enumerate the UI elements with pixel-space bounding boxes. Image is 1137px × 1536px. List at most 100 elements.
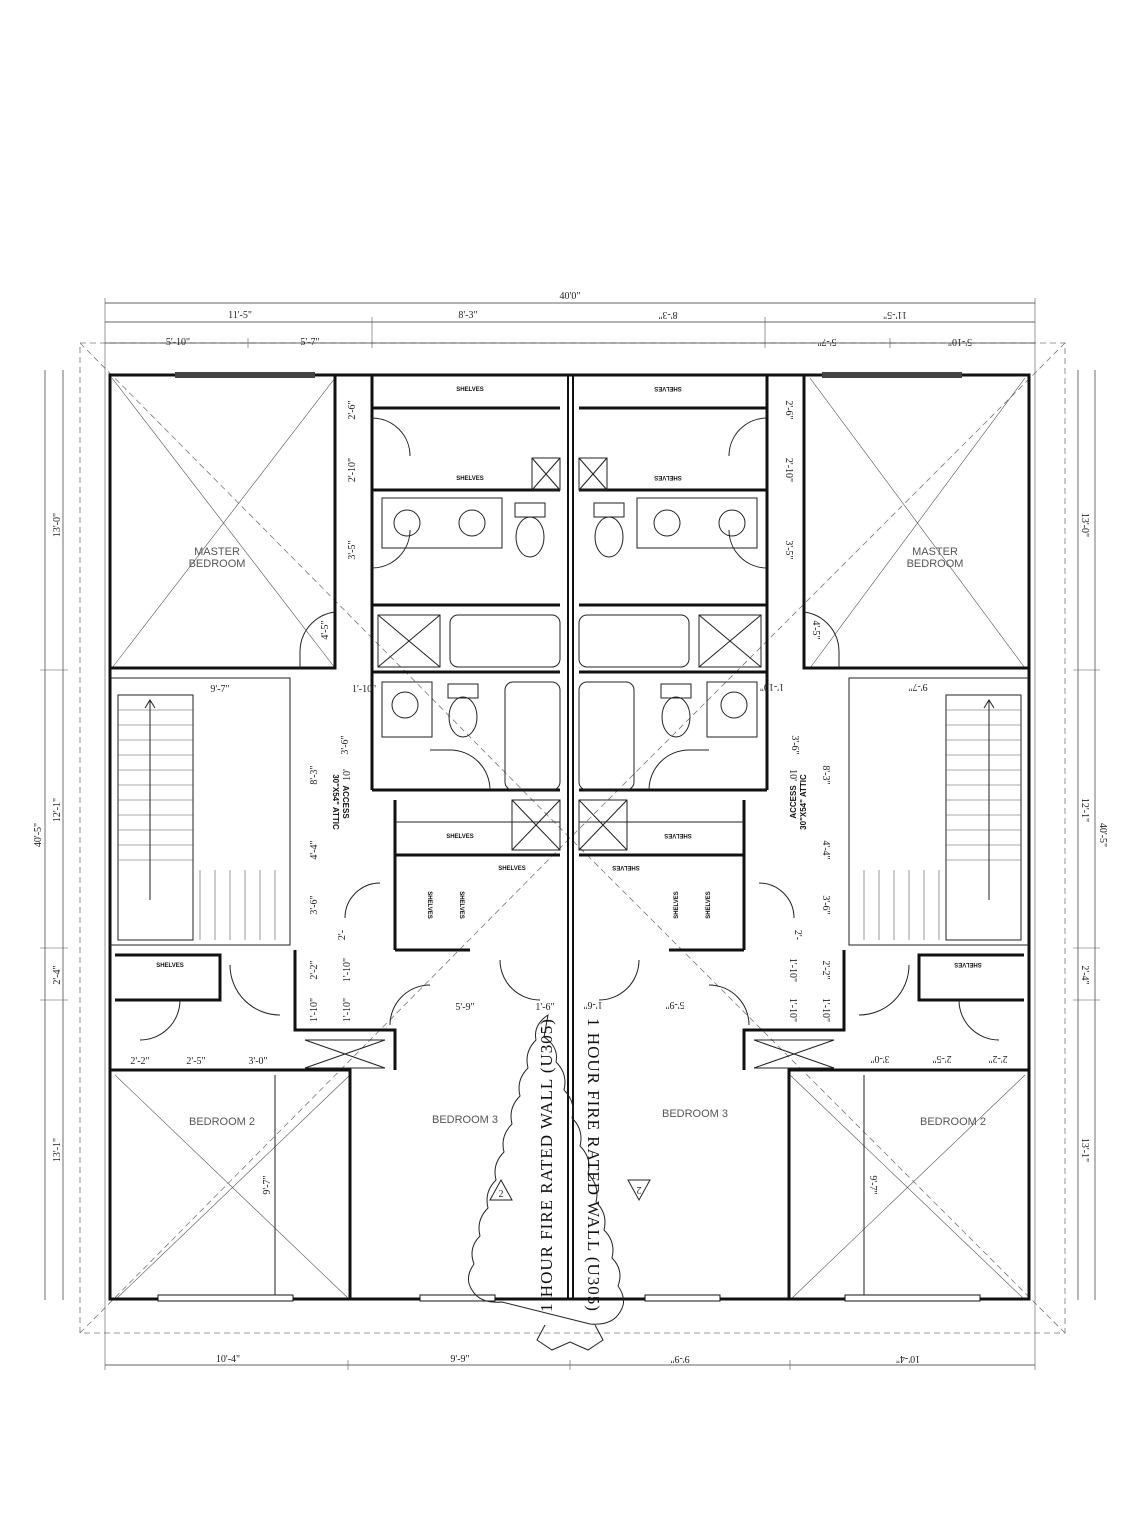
shelves-label: SHELVES — [456, 476, 484, 482]
interior-dim: 1'-10" — [352, 684, 376, 695]
interior-dim: 10' — [342, 769, 353, 781]
interior-dim: 2'-2" — [130, 1056, 149, 1067]
left-dim-2: 12'-1" — [52, 798, 63, 822]
right-dim-3: 2'-4" — [1079, 965, 1090, 984]
interior-dim: 2'-2" — [988, 1053, 1007, 1064]
interior-dim: 3'-6" — [820, 895, 831, 914]
interior-dim: 2'-10" — [783, 458, 794, 482]
interior-dim: 8'-3" — [820, 765, 831, 784]
shelves-label: SHELVES — [654, 385, 682, 391]
interior-dim: 1'-6" — [535, 1002, 554, 1013]
interior-dim: 2'-6" — [783, 400, 794, 419]
interior-dim: 2'- — [337, 930, 348, 940]
bottom-dim-3: 9'-9" — [670, 1353, 689, 1364]
revision-marker: 2 — [499, 1189, 504, 1200]
top-dim-1: 11'-5" — [228, 310, 252, 321]
shelves-label: SHELVES — [612, 864, 640, 870]
fixtures-left — [377, 457, 561, 851]
top-dim-2: 8'-3" — [458, 310, 477, 321]
room-label-master-left: MASTER — [194, 546, 240, 558]
interior-dim: 1'-10" — [760, 681, 784, 692]
interior-dim: 2'-2" — [820, 960, 831, 979]
interior-dim: 1'-6" — [583, 999, 602, 1010]
shelves-label: SHELVES — [456, 387, 484, 393]
top-sub-dim-4: 5'-10" — [948, 336, 972, 347]
interior-dim: 8'-3" — [309, 765, 320, 784]
revision-markers: 2 2 — [489, 1178, 651, 1202]
overall-height-right: 40'-5" — [1097, 823, 1108, 847]
bottom-dim-2: 9'-9" — [450, 1354, 469, 1365]
interior-dim: 1'-10" — [787, 998, 798, 1022]
windows — [157, 372, 981, 1302]
shelves-label: SHELVES — [674, 891, 680, 919]
room-label-master-right: MASTER — [912, 546, 958, 558]
interior-dim: 10' — [787, 769, 798, 781]
bottom-dim-1: 10'-4" — [216, 1354, 240, 1365]
top-sub-dim-2: 5'-7" — [300, 337, 319, 348]
left-dim-3: 2'-4" — [52, 965, 63, 984]
fire-wall-label: 1 HOUR FIRE RATED WALL (U305) — [537, 1018, 556, 1312]
interior-dim: 3'-0" — [248, 1056, 267, 1067]
room-label-bedroom2-right: BEDROOM 2 — [920, 1116, 986, 1128]
room-label-master-right: BEDROOM — [907, 558, 964, 570]
interior-walls-right — [579, 375, 1029, 1299]
dimension-lines — [40, 298, 1100, 1370]
fire-wall-label: 1 HOUR FIRE RATED WALL (U305) — [584, 1018, 603, 1312]
interior-dims-right: 2'-6" 2'-10" 3'-5" 4'-5" 1'-10" 9'-7" 3'… — [583, 400, 1007, 1194]
shelves-label: SHELVES — [706, 891, 712, 919]
interior-dim: 2'-6" — [347, 400, 358, 419]
stairs-left — [117, 694, 276, 941]
interior-dim: 3'-5" — [783, 540, 794, 559]
attic-access-label: 30"X54" ATTIC — [799, 774, 808, 830]
doors-left — [139, 417, 541, 1041]
interior-dim: 9'-7" — [908, 681, 927, 692]
interior-dim: 4'-5" — [810, 620, 821, 639]
interior-dim: 1'-10" — [342, 998, 353, 1022]
top-dim-4: 11'-5" — [883, 309, 907, 320]
interior-dim: 3'-5" — [347, 540, 358, 559]
shelves-label: SHELVES — [654, 474, 682, 480]
shelves-label: SHELVES — [426, 891, 432, 919]
interior-dim: 3'-0" — [870, 1053, 889, 1064]
stairs-right — [863, 694, 1022, 941]
shelves-label: SHELVES — [954, 961, 982, 967]
interior-dims-left: 2'-6" 2'-10" 3'-5" 4'-5" 1'-10" 9'-7" 3'… — [130, 400, 554, 1194]
interior-dim: 4'-5" — [320, 620, 331, 639]
exterior-walls — [108, 373, 1031, 1301]
interior-dim: 3'-6" — [309, 895, 320, 914]
interior-dim: 2'-5" — [932, 1053, 951, 1064]
right-dim-4: 13'-1" — [1079, 1138, 1090, 1162]
interior-dim: 4'-4" — [309, 840, 320, 859]
interior-dim: 4'-4" — [820, 840, 831, 859]
interior-dim: 3'-6" — [340, 735, 351, 754]
room-label-bedroom2-left: BEDROOM 2 — [189, 1116, 255, 1128]
interior-dim: 2'- — [792, 930, 803, 940]
top-sub-dim-3: 5'-7" — [817, 336, 836, 347]
fixtures-right — [578, 457, 762, 851]
attic-access-right: 30"X54" ATTIC ACCESS — [789, 774, 808, 830]
interior-dim: 9'-7" — [262, 1175, 273, 1194]
interior-dim: 1'-10" — [342, 958, 353, 982]
left-dim-4: 13'-1" — [52, 1138, 63, 1162]
top-dim-3: 8'-3" — [658, 309, 677, 320]
overall-width-dim: 40'0" — [560, 291, 581, 302]
shelves-label: SHELVES — [498, 866, 526, 872]
interior-dim: 5'-9" — [665, 999, 684, 1010]
interior-dim: 1'-10" — [820, 998, 831, 1022]
shelves-labels: SHELVES SHELVES SHELVES SHELVES SHELVES … — [156, 385, 982, 969]
overall-height-left: 40'-5" — [33, 823, 44, 847]
interior-dim: 2'-10" — [347, 458, 358, 482]
attic-access-label: ACCESS — [789, 785, 798, 819]
left-dim-1: 13'-0" — [52, 513, 63, 537]
top-sub-dim-1: 5'-10" — [166, 337, 190, 348]
interior-dim: 2'-5" — [186, 1056, 205, 1067]
right-dim-2: 12'-1" — [1079, 798, 1090, 822]
attic-access-label: ACCESS — [341, 785, 350, 819]
revision-marker: 2 — [637, 1184, 642, 1195]
fire-wall-cloud: 1 HOUR FIRE RATED WALL (U305) 1 HOUR FIR… — [468, 1013, 624, 1351]
room-label-master-left: BEDROOM — [189, 558, 246, 570]
room-label-bedroom3-left: BEDROOM 3 — [432, 1114, 498, 1126]
bottom-dim-4: 10'-4" — [896, 1353, 920, 1364]
attic-access-label: 30"X54" ATTIC — [331, 774, 340, 830]
